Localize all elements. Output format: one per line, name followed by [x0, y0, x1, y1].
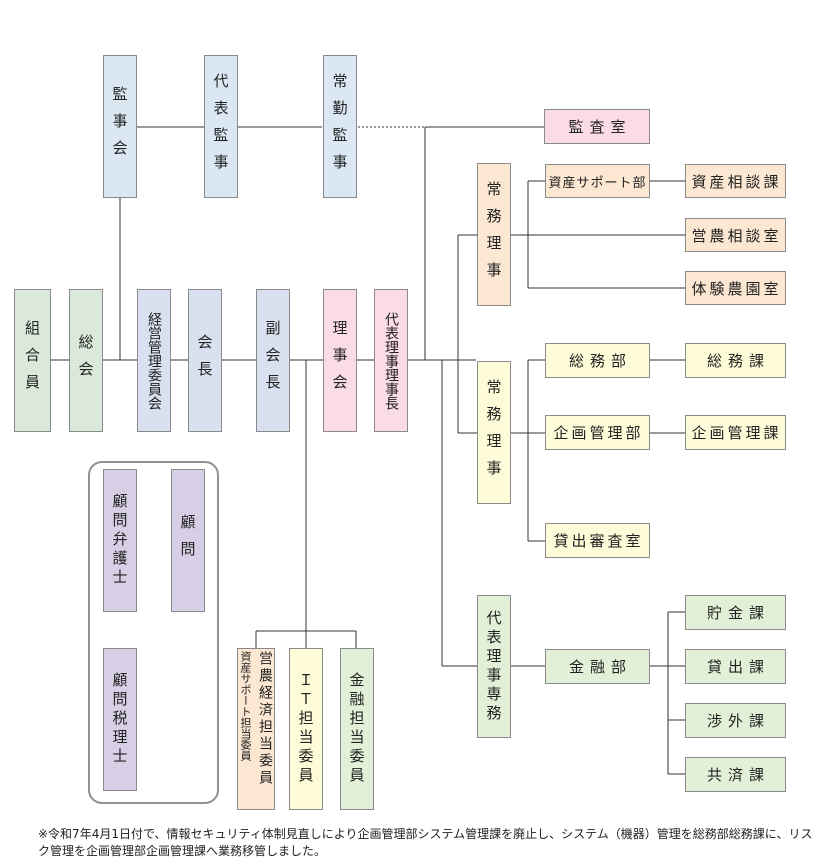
- it-committee-box: ＩＴ担当委員: [289, 648, 323, 810]
- advisor-label: 顧問: [178, 513, 197, 568]
- rep-auditor-label: 代表監事: [211, 72, 230, 181]
- advisor-tax-label: 顧問税理士: [110, 672, 129, 767]
- asset-support-dept-box: 資産サポート部: [545, 164, 650, 198]
- audit-office-label: 監査室: [568, 118, 632, 136]
- exec-director-2-label: 常務理事: [484, 378, 503, 487]
- board-box: 理事会: [323, 289, 357, 432]
- rep-auditor-box: 代表監事: [204, 55, 238, 198]
- management-committee-label: 経営管理委員会: [146, 311, 162, 410]
- advisor-lawyer-box: 顧問弁護士: [103, 469, 137, 612]
- general-meeting-box: 総会: [69, 289, 103, 432]
- president-label: 代表理事理事長: [383, 311, 399, 410]
- planning-section-label: 企画管理課: [691, 424, 782, 442]
- loan-section-label: 貸出課: [706, 658, 770, 676]
- finance-dept-label: 金融部: [568, 658, 632, 676]
- savings-section-label: 貯金課: [706, 604, 770, 622]
- farm-consult-office-label: 営農相談室: [691, 226, 782, 245]
- advisors-group: [88, 461, 219, 804]
- planning-section-box: 企画管理課: [685, 415, 786, 450]
- general-affairs-section-label: 総務課: [706, 352, 770, 370]
- general-affairs-section-box: 総務課: [685, 343, 786, 378]
- chairman-box: 会長: [188, 289, 222, 432]
- farm-experience-office-box: 体験農園室: [685, 271, 786, 305]
- vice-chairman-box: 副会長: [256, 289, 290, 432]
- mutual-aid-section-box: 共済課: [685, 757, 786, 792]
- exec-director-2-box: 常務理事: [477, 361, 511, 504]
- committee-farm-col1: 営農経済担当委員: [257, 651, 273, 787]
- general-meeting-label: 総会: [76, 333, 95, 388]
- it-committee-label: ＩＴ担当委員: [296, 672, 315, 786]
- savings-section-box: 貯金課: [685, 595, 786, 630]
- mutual-aid-section-label: 共済課: [706, 766, 770, 784]
- asset-support-dept-label: 資産サポート部: [548, 175, 647, 191]
- exec-director-1-label: 常務理事: [484, 180, 503, 289]
- members-label: 組合員: [23, 320, 41, 401]
- audit-board-box: 監事会: [103, 55, 137, 198]
- planning-dept-box: 企画管理部: [545, 415, 650, 450]
- president-box: 代表理事理事長: [374, 289, 408, 432]
- audit-board-label: 監事会: [110, 86, 129, 167]
- loan-review-office-box: 貸出審査室: [545, 523, 650, 558]
- farm-experience-office-label: 体験農園室: [691, 279, 782, 298]
- rep-managing-director-label: 代表理事専務: [484, 609, 503, 724]
- committee-farm-col2: 資産サポート担当委員: [239, 651, 252, 761]
- finance-committee-label: 金融担当委員: [347, 672, 366, 786]
- advisor-tax-box: 顧問税理士: [103, 648, 137, 791]
- general-affairs-dept-box: 総務部: [545, 343, 650, 378]
- management-committee-box: 経営管理委員会: [137, 289, 171, 432]
- vice-chairman-label: 副会長: [263, 320, 282, 401]
- asset-consult-section-box: 資産相談課: [685, 164, 786, 198]
- external-section-box: 渉外課: [685, 703, 786, 738]
- chairman-label: 会長: [195, 333, 214, 388]
- finance-committee-box: 金融担当委員: [340, 648, 374, 810]
- general-affairs-dept-label: 総務部: [568, 352, 632, 370]
- fulltime-auditor-label: 常勤監事: [330, 72, 349, 181]
- asset-consult-section-label: 資産相談課: [691, 172, 782, 191]
- finance-dept-box: 金融部: [545, 649, 650, 684]
- footnote: ※令和7年4月1日付で、情報セキュリティ体制見直しにより企画管理部システム管理課…: [38, 827, 813, 858]
- fulltime-auditor-box: 常勤監事: [323, 55, 357, 198]
- farm-consult-office-box: 営農相談室: [685, 218, 786, 252]
- loan-review-office-label: 貸出審査室: [553, 532, 644, 550]
- advisor-lawyer-label: 顧問弁護士: [110, 493, 129, 588]
- planning-dept-label: 企画管理部: [553, 424, 644, 442]
- exec-director-1-box: 常務理事: [477, 163, 511, 306]
- advisor-box: 顧問: [171, 469, 205, 612]
- external-section-label: 渉外課: [706, 712, 770, 730]
- members-box: 組合員: [14, 289, 51, 432]
- board-label: 理事会: [330, 320, 349, 401]
- loan-section-box: 貸出課: [685, 649, 786, 684]
- farm-asset-committee-box: 営農経済担当委員 資産サポート担当委員: [237, 648, 275, 810]
- rep-managing-director-box: 代表理事専務: [477, 595, 511, 738]
- audit-office-box: 監査室: [544, 109, 650, 144]
